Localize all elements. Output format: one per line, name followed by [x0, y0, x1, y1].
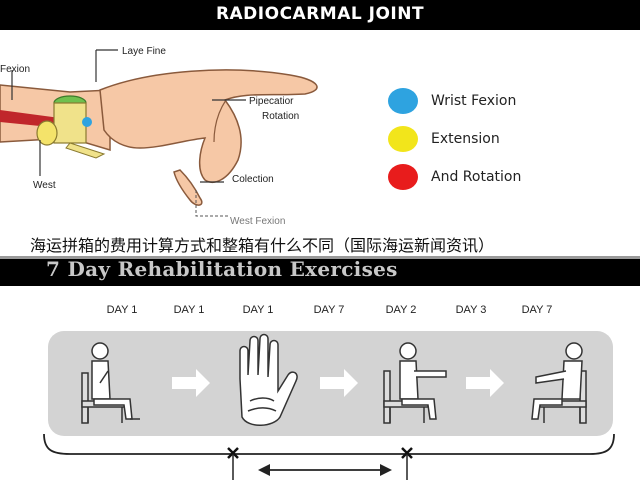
hand-illustration — [0, 49, 318, 217]
open-hand-icon — [239, 333, 298, 426]
finger-crease — [213, 99, 227, 143]
caption-subtitle: 海运拼箱的费用计算方式和整箱有什么不同（国际海运新闻资讯） — [30, 236, 495, 255]
label-west: West — [33, 180, 56, 191]
seated-person-icon — [383, 342, 447, 424]
day-label: DAY 7 — [313, 304, 345, 316]
x-marker-icon — [227, 447, 239, 459]
legend-item-and-rotation: And Rotation — [388, 164, 521, 190]
arrow-left-icon — [258, 464, 270, 476]
arrow-right-icon — [380, 464, 392, 476]
arrow-right-icon — [172, 369, 210, 397]
arrow-right-icon — [320, 369, 358, 397]
legend-label: Wrist Fexion — [431, 93, 517, 109]
label-fexion: Fexion — [0, 64, 31, 75]
yellow-dot-icon — [388, 126, 418, 152]
seated-person-icon — [531, 342, 587, 424]
palm-shape — [99, 69, 318, 183]
seated-person-icon — [81, 342, 140, 424]
page-title: RADIOCARMAL JOINT — [215, 4, 425, 24]
label-pipecatior: Pipecatior — [249, 96, 294, 107]
bone-tail — [65, 142, 106, 159]
red-dot-icon — [388, 164, 418, 190]
x-marker-icon — [401, 447, 413, 459]
label-rotation: Rotation — [262, 111, 300, 122]
day-label: DAY 2 — [385, 304, 417, 316]
legend-label: Extension — [431, 131, 500, 147]
day-label: DAY 1 — [106, 304, 138, 316]
rehab-title: 7 Day Rehabilitation Exercises — [46, 257, 398, 281]
day-label: DAY 7 — [521, 304, 553, 316]
bone-bottom — [36, 120, 58, 146]
thumb-shape — [173, 169, 203, 206]
title-bar — [0, 0, 640, 30]
arrow-right-icon — [466, 369, 504, 397]
day-label: DAY 1 — [242, 304, 274, 316]
legend-item-wrist-fexion: Wrist Fexion — [388, 88, 516, 114]
legend-label: And Rotation — [431, 169, 522, 185]
legend-item-extension: Extension — [388, 126, 500, 152]
blue-dot-icon — [388, 88, 418, 114]
timeline-bracket — [43, 433, 615, 480]
exercise-figures — [81, 333, 587, 426]
joint-blue-dot — [82, 117, 92, 127]
label-west-fexion: West Fexion — [230, 216, 286, 227]
label-colection: Colection — [232, 174, 274, 185]
rehab-banner — [0, 256, 640, 286]
bone-body — [53, 102, 87, 144]
day-label: DAY 1 — [173, 304, 205, 316]
label-laye-fine: Laye Fine — [122, 46, 166, 57]
day-label: DAY 3 — [455, 304, 487, 316]
